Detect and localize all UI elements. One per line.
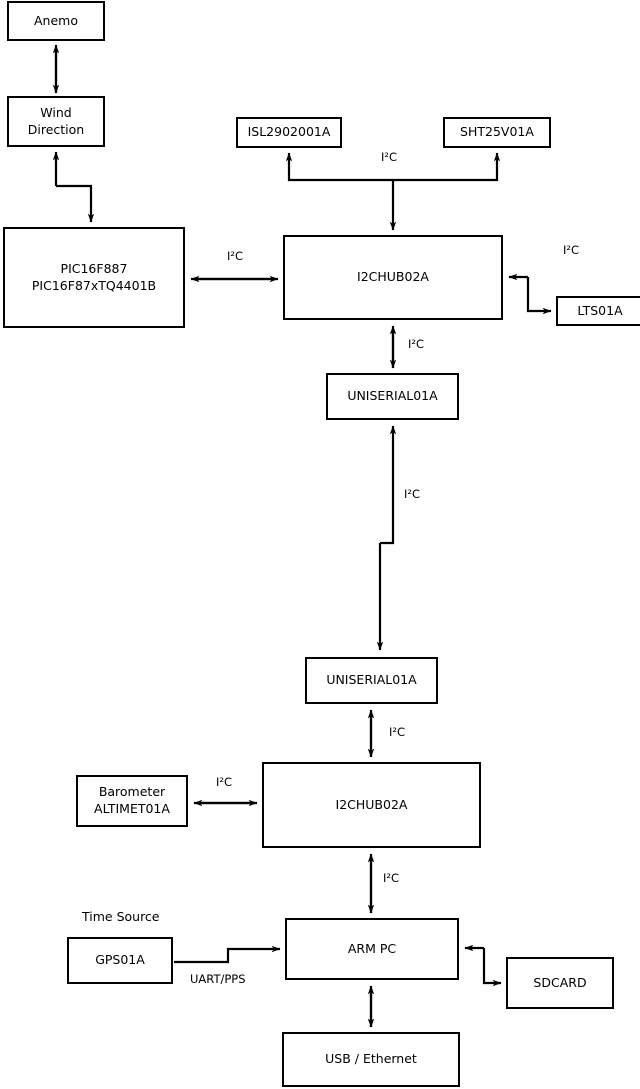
node-sht25v01a-label: SHT25V01A: [460, 124, 534, 140]
edge-label-i2c-pic-hub: I²C: [227, 249, 244, 263]
edge-label-i2c-hub-armpc: I²C: [383, 871, 400, 885]
node-uniserial01a-top[interactable]: UNISERIAL01A: [326, 373, 459, 420]
node-wind-direction-label: Wind Direction: [27, 104, 85, 137]
node-usb-ethernet[interactable]: USB / Ethernet: [282, 1032, 460, 1087]
node-arm-pc[interactable]: ARM PC: [285, 918, 459, 980]
edge-label-i2c-hub-top-fanout: I²C: [381, 150, 398, 164]
node-i2chub02a-top[interactable]: I2CHUB02A: [283, 235, 503, 320]
node-sdcard-label: SDCARD: [533, 974, 587, 990]
node-i2chub02a-bottom-label: I2CHUB02A: [335, 796, 408, 812]
node-gps01a-label: GPS01A: [95, 952, 145, 968]
connector-uniserial-link-up: [380, 425, 397, 545]
edge-label-i2c-hub-uniserial: I²C: [408, 337, 425, 351]
node-uniserial01a-bottom[interactable]: UNISERIAL01A: [305, 657, 438, 704]
connector-hub-isl: [285, 152, 393, 182]
edge-label-i2c-barometer-hub: I²C: [216, 775, 233, 789]
node-uniserial01a-bottom-label: UNISERIAL01A: [326, 672, 417, 688]
node-i2chub02a-bottom[interactable]: I2CHUB02A: [262, 762, 481, 848]
node-pic-microcontroller-label: PIC16F887 PIC16F87xTQ4401B: [31, 260, 157, 293]
node-sdcard[interactable]: SDCARD: [506, 957, 614, 1009]
connector-hub-sht: [393, 152, 501, 182]
connector-hub-lts: [526, 277, 552, 315]
connector-pic-wind-jog: [56, 184, 95, 223]
node-isl2902001a[interactable]: ISL2902001A: [236, 117, 342, 148]
edge-label-i2c-uniserial-link: I²C: [404, 487, 421, 501]
node-pic-microcontroller[interactable]: PIC16F887 PIC16F87xTQ4401B: [3, 227, 185, 328]
node-barometer-altimet01a-label: Barometer ALTIMET01A: [94, 784, 170, 816]
node-anemo-label: Anemo: [34, 12, 78, 28]
node-lts01a[interactable]: LTS01A: [556, 296, 640, 326]
node-barometer-altimet01a[interactable]: Barometer ALTIMET01A: [76, 775, 188, 827]
node-isl2902001a-label: ISL2902001A: [247, 124, 331, 140]
node-anemo[interactable]: Anemo: [7, 1, 105, 41]
node-usb-ethernet-label: USB / Ethernet: [325, 1051, 417, 1067]
node-wind-direction[interactable]: Wind Direction: [7, 96, 105, 147]
node-sht25v01a[interactable]: SHT25V01A: [443, 117, 551, 148]
node-uniserial01a-top-label: UNISERIAL01A: [347, 388, 438, 404]
edge-label-i2c-hub-lts: I²C: [563, 243, 580, 257]
connector-armpc-sdcard: [482, 948, 502, 987]
node-i2chub02a-top-label: I2CHUB02A: [357, 269, 429, 285]
node-gps01a[interactable]: GPS01A: [67, 937, 173, 984]
node-lts01a-label: LTS01A: [577, 302, 623, 318]
node-arm-pc-label: ARM PC: [347, 940, 397, 956]
label-time-source: Time Source: [82, 909, 160, 924]
connector-gps-armpc: [174, 945, 281, 964]
edge-label-i2c-uniserial-hub: I²C: [389, 725, 406, 739]
edge-label-uart-pps: UART/PPS: [190, 972, 246, 986]
